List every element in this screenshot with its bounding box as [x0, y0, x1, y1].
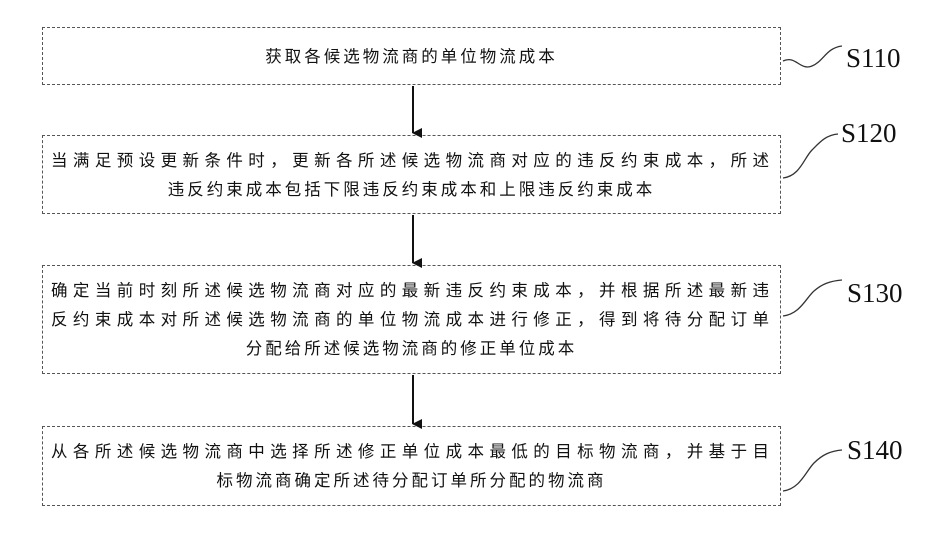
step-label-s120: S120: [841, 118, 897, 148]
leader-s140: [783, 450, 842, 491]
leader-s130: [783, 280, 842, 316]
leader-s120: [783, 134, 838, 178]
step-label-s140: S140: [847, 435, 903, 465]
step-label-s110: S110: [846, 43, 901, 73]
step-label-s130: S130: [847, 278, 903, 308]
leader-s110: [783, 46, 842, 67]
